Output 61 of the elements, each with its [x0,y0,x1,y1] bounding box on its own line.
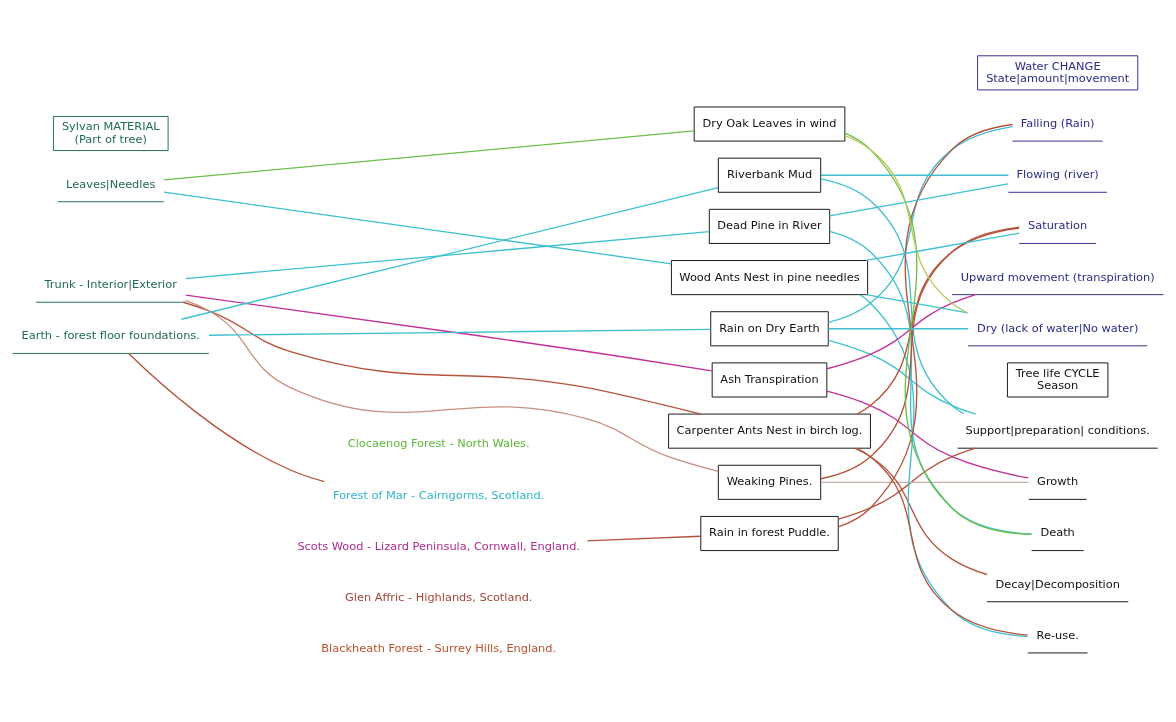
connector [820,481,1030,483]
node-box: Carpenter Ants Nest in birch log. [668,413,871,449]
node-text: Upward movement (transpiration) [960,269,1155,284]
node-box: Dead Pine in River [708,208,831,244]
connector [844,134,969,314]
connector [837,447,977,520]
connector [586,535,702,542]
node-text: Saturation [1028,218,1088,233]
connector [865,232,1020,262]
node-text: Growth [1037,474,1079,489]
connector [837,123,1014,528]
connector [826,294,977,370]
node-box: Water CHANGE State|amount|movement [977,55,1139,91]
node-text: Earth - forest floor foundations. [21,328,200,343]
connector [826,390,1030,479]
node-box: Weaking Pines. [717,464,822,500]
connector [859,294,1029,638]
node-text: Blackheath Forest - Surrey Hills, England. [321,641,557,656]
connector [185,231,710,280]
connector [185,299,719,473]
node-text: Death [1040,525,1075,540]
node-text: Clocaenog Forest - North Wales. [347,436,530,451]
node-box: Ash Transpiration [711,362,828,398]
node-box: Sylvan MATERIAL (Part of tree) [52,115,169,152]
node-text: Re-use. [1036,627,1079,642]
node-text: Trunk - Interior|Exterior [44,277,177,292]
connector [827,339,977,415]
node-text: Scots Wood - Lizard Peninsula, Cornwall, England. [297,538,581,553]
node-box: Rain on Dry Earth [710,311,829,347]
connector [827,328,969,330]
connector [865,294,969,314]
connector [820,178,965,415]
node-text: Dry (lack of water|No water) [976,320,1139,335]
connector [853,447,988,576]
node-box: Tree life CYCLE Season [1006,362,1109,398]
connector [208,328,712,336]
connector [182,301,702,415]
connector [185,294,713,372]
connector [128,352,325,483]
node-text: Forest of Mar - Cairngorms, Scotland. [333,487,545,502]
connector [856,447,1029,636]
connector [163,130,695,181]
connector [829,230,1033,535]
node-text: Flowing (river) [1016,167,1099,182]
node-box: Riverbank Mud [717,157,822,193]
node-text: Decay|Decomposition [995,576,1120,591]
node-text: Falling (Rain) [1020,115,1095,130]
connector [844,132,1033,536]
node-box: Dry Oak Leaves in wind [693,106,846,142]
node-box: Wood Ants Nest in pine needles [670,260,869,296]
node-box: Rain in forest Puddle. [700,515,839,552]
connector [820,174,1010,176]
connector [856,227,1020,415]
connector [163,191,672,265]
connector [820,226,1020,480]
node-text: Support|preparation| conditions. [965,423,1150,438]
node-text: Glen Affric - Highlands, Scotland. [344,589,533,604]
node-text: Leaves|Needles [66,176,156,191]
connector [180,186,719,320]
connector [827,125,1014,324]
connector [829,183,1009,217]
